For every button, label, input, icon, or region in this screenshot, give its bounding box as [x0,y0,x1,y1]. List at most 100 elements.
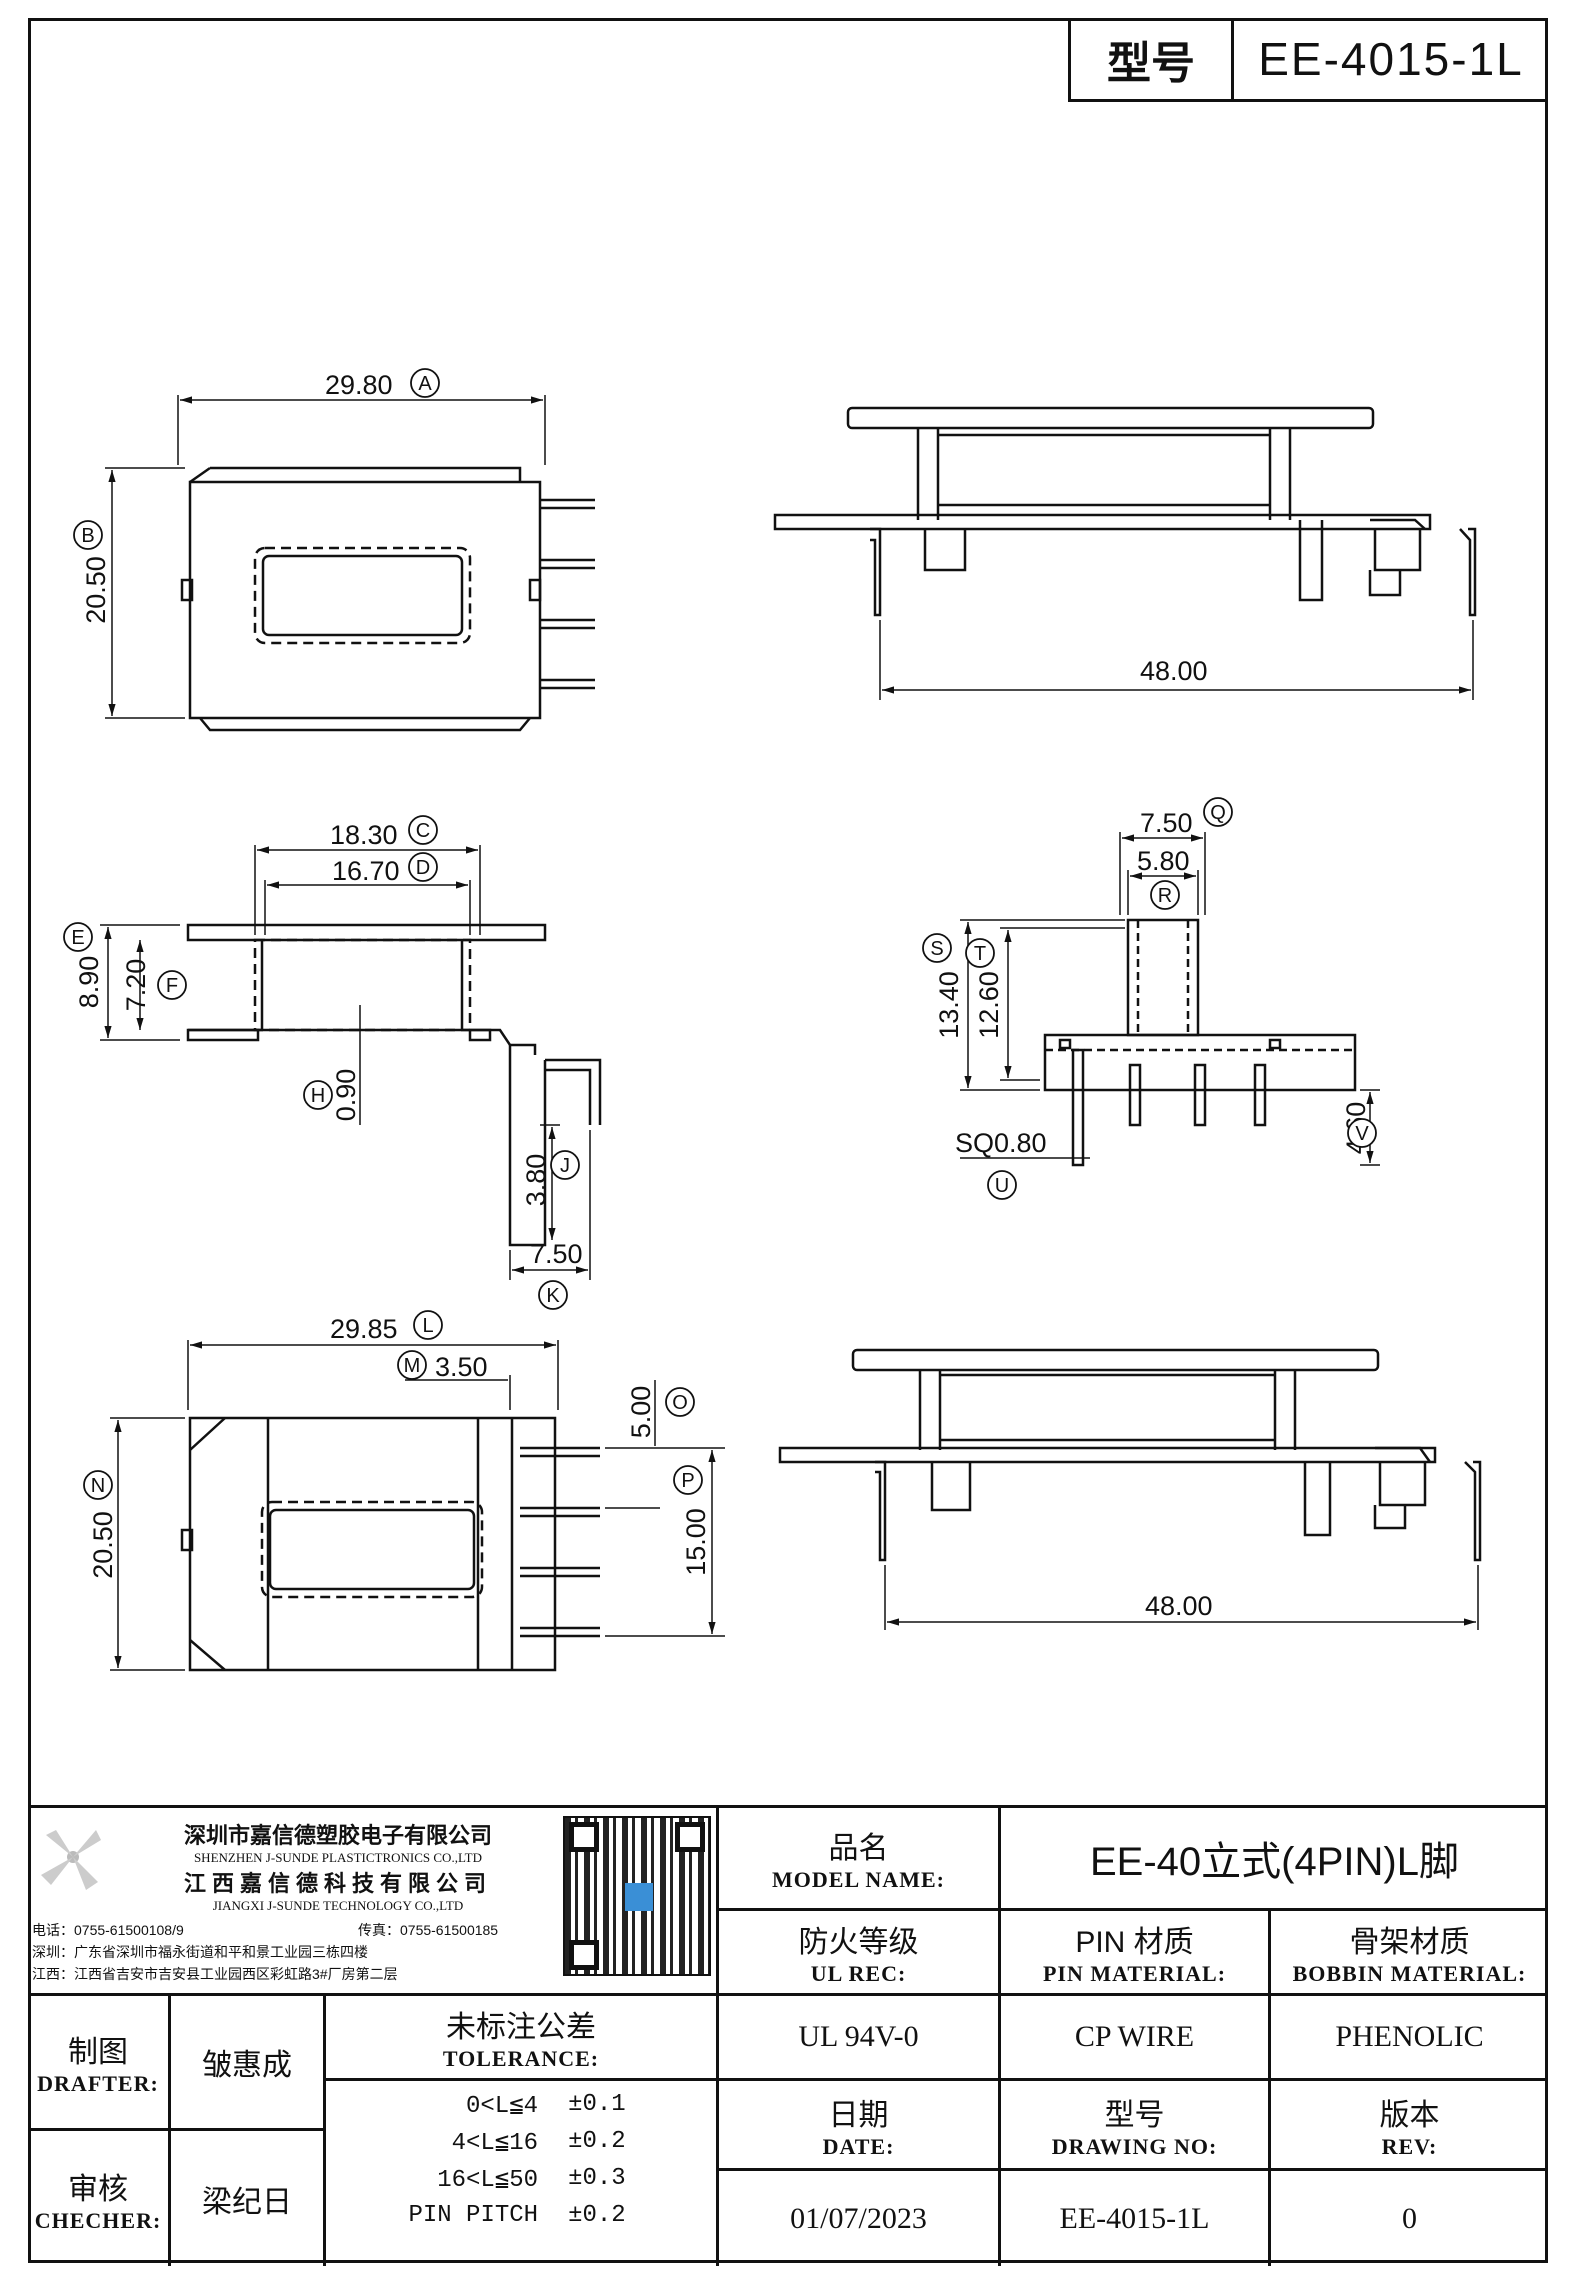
svg-text:P: P [681,1470,694,1492]
end-view [960,832,1380,1167]
dim-q: 7.50 [1140,808,1193,838]
dim-c: 18.30 [330,820,398,850]
tolerance-row: PIN PITCH ±0.2 [408,2202,626,2229]
svg-text:O: O [672,1392,688,1414]
company-name-jx-en: JIANGXI J-SUNDE TECHNOLOGY CO.,LTD [212,1898,464,1913]
marker-d: D [408,852,438,882]
drawing-frame [28,18,1548,2263]
dim-a: 29.80 [325,370,393,400]
company-address-jx: 江西：江西省吉安市吉安县工业园西区彩虹路3#厂房第二层 [32,1966,398,1982]
marker-b: B [73,520,103,550]
qr-code-image [563,1816,711,1976]
bottom-view [110,1340,725,1672]
dim-l: 29.85 [330,1314,398,1344]
svg-text:H: H [311,1085,325,1107]
dim-m: 3.50 [435,1352,488,1382]
dim-s: 13.40 [934,971,964,1039]
svg-text:R: R [1158,885,1172,907]
svg-text:A: A [418,373,432,395]
company-phone: 电话：0755-61500108/9 [32,1922,184,1938]
svg-text:V: V [1355,1123,1369,1145]
front-view [100,845,602,1280]
ul-rec-value: UL 94V-0 [798,2020,919,2053]
tolerance-row: 4<L≦16 ±0.2 [451,2128,626,2157]
svg-text:E: E [71,927,84,949]
marker-s: S [922,933,952,963]
marker-l: L [413,1310,443,1340]
company-fax: 传真：0755-61500185 [358,1922,499,1938]
dim-r: 5.80 [1137,846,1190,876]
svg-text:L: L [422,1315,433,1337]
checker-name: 梁纪日 [202,2185,292,2219]
top-view [105,395,595,732]
marker-v: V [1347,1118,1377,1148]
tolerance-row: 0<L≦4 ±0.1 [466,2091,626,2120]
dim-t: 12.60 [974,971,1004,1039]
model-name-label: 品名 MODEL NAME: [772,1832,945,1892]
model-name-value: EE-40立式(4PIN)L脚 [1090,1840,1459,1884]
marker-c: C [408,815,438,845]
drawing-no-value: EE-4015-1L [1059,2201,1210,2235]
svg-text:N: N [91,1475,105,1497]
dim-d: 16.70 [332,856,400,886]
svg-text:C: C [416,820,430,842]
dim-o: 5.00 [626,1386,656,1439]
marker-j: J [550,1150,580,1180]
rev-value: 0 [1402,2201,1417,2235]
dim-k: 7.50 [530,1239,583,1269]
marker-q: Q [1203,797,1233,827]
svg-text:Q: Q [1210,802,1226,824]
marker-t: T [965,938,995,968]
dim-width-side: 48.00 [1140,656,1208,686]
technical-drawing: 29.80 20.50 48.00 18.30 16.70 8.90 7.20 … [63,368,1482,1672]
svg-text:M: M [404,1355,421,1377]
svg-text:U: U [995,1175,1009,1197]
type-label: 型号 [1071,18,1234,99]
dim-j: 3.80 [521,1154,551,1207]
dimension-labels: 29.80 20.50 48.00 18.30 16.70 8.90 7.20 … [74,370,1371,1621]
tolerance-row: 16<L≦50 ±0.3 [437,2165,626,2194]
side-view-bottom [778,1348,1482,1630]
tolerance-table: 0<L≦4 ±0.1 4<L≦16 ±0.2 16<L≦50 ±0.3 PIN … [326,2086,716,2261]
pin-material-value: CP WIRE [1074,2020,1195,2053]
company-name-jx: 江西嘉信德科技有限公司 [183,1871,492,1896]
type-value: EE-4015-1L [1258,32,1524,85]
dim-p: 15.00 [681,1508,711,1576]
company-logo [36,1820,111,1895]
dim-b: 20.50 [81,556,111,624]
marker-a: A [410,368,440,398]
dim-f: 7.20 [121,959,151,1012]
title-block: 深圳市嘉信德塑胶电子有限公司 SHENZHEN J-SUNDE PLASTICT… [28,1805,1548,2266]
dimension-markers: A B C D E F H J K L M N O P Q R S T U V [63,368,1377,1500]
svg-text:S: S [930,938,943,960]
svg-text:K: K [546,1285,560,1307]
company-address-sz: 深圳：广东省深圳市福永街道和平和景工业园三栋四楼 [32,1944,368,1960]
dim-e: 8.90 [74,956,104,1009]
dim-h: 0.90 [331,1069,361,1122]
header-type-block: 型号 EE-4015-1L [1068,18,1548,102]
marker-h: H [303,1080,333,1110]
dim-n: 20.50 [88,1511,118,1579]
marker-p: P [673,1465,703,1495]
svg-text:D: D [416,857,430,879]
svg-text:T: T [974,943,986,965]
svg-text:J: J [560,1155,570,1177]
marker-k: K [538,1280,568,1310]
date-value: 01/07/2023 [790,2201,927,2235]
side-view-top [773,406,1477,700]
marker-o: O [665,1387,695,1417]
company-block: 深圳市嘉信德塑胶电子有限公司 SHENZHEN J-SUNDE PLASTICT… [28,1808,716,1993]
bobbin-material-value: PHENOLIC [1335,2020,1484,2053]
dim-width-side2: 48.00 [1145,1591,1213,1621]
marker-m: M [397,1350,427,1380]
svg-text:B: B [81,525,94,547]
marker-r: R [1150,880,1180,910]
drafter-name: 皱惠成 [202,2049,292,2082]
